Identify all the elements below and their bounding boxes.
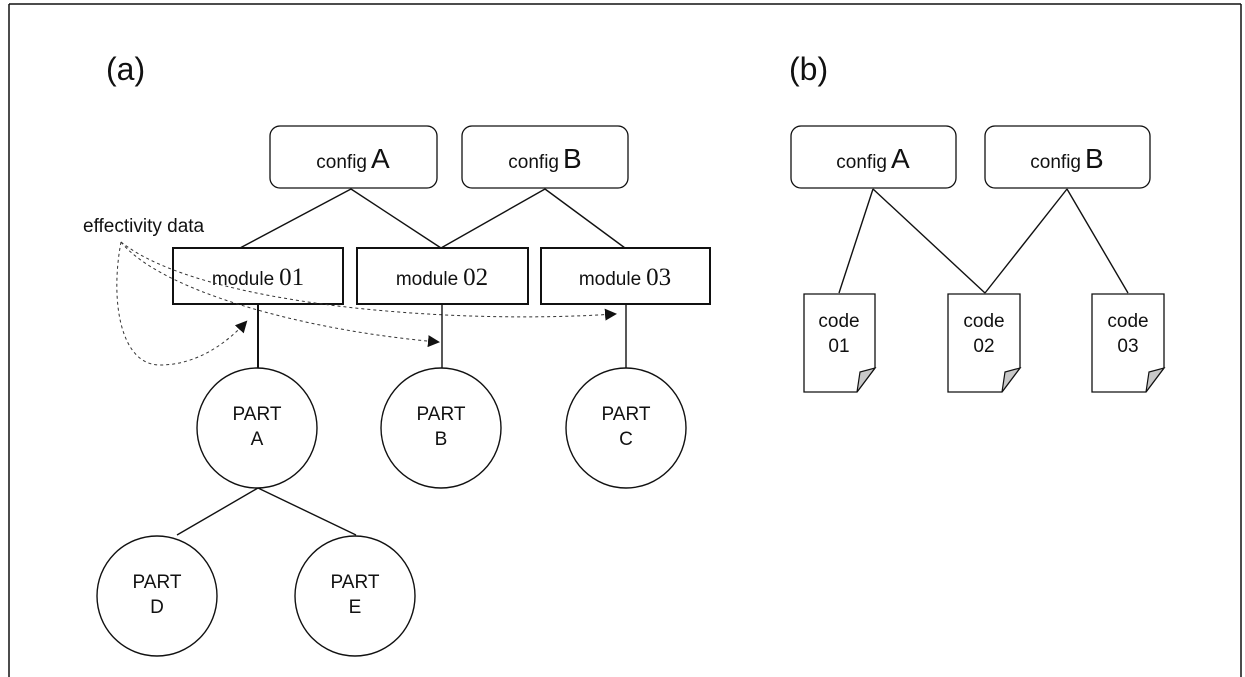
b-config-a-letter: A [891,143,910,174]
part-b-node: PART B [380,367,502,489]
part-d-node: PART D [96,535,218,657]
effectivity-arrow-part-b [120,241,440,348]
code-03-line2: 03 [1117,336,1138,357]
part-a-line1: PART [233,404,282,425]
part-e-line2: E [349,597,362,618]
panel-a-label: (a) [106,51,145,87]
edge-part-a-part-e [257,487,357,536]
edge-b-config-a-code-02 [872,188,986,294]
code-02-doc: code 02 [947,293,1022,393]
part-c-node: PART C [565,367,687,489]
part-a-line2: A [251,429,264,450]
part-a-node: PART A [196,367,318,489]
code-03-line1: code [1107,311,1148,332]
part-b-line2: B [435,429,448,450]
config-b-letter: B [563,143,582,174]
edge-config-a-module-01 [239,188,352,249]
edge-b-config-a-code-01 [838,188,874,294]
edge-b-config-b-code-03 [1066,188,1129,294]
code-02-line1: code [963,311,1004,332]
effectivity-arrow-part-a [116,241,248,366]
effectivity-arrow-part-c [120,241,617,321]
module-01-num: 01 [279,264,304,291]
b-config-b-letter: B [1085,143,1104,174]
part-b-line1: PART [417,404,466,425]
module-02-word: module [396,269,458,290]
config-b-word: config [508,152,559,173]
module-02-num: 02 [463,264,488,291]
edge-b-config-b-code-02 [984,188,1068,294]
part-d-line2: D [150,597,164,618]
panel-b-label: (b) [789,51,828,87]
code-01-line2: 01 [828,336,849,357]
part-e-node: PART E [294,535,416,657]
edge-part-a-part-d [176,487,259,536]
module-01-word: module [212,269,274,290]
edge-config-b-module-03 [544,188,626,249]
module-03-num: 03 [646,264,671,291]
part-c-line2: C [619,429,633,450]
code-01-doc: code 01 [803,293,877,393]
module-03-word: module [579,269,641,290]
code-03-doc: code 03 [1091,293,1166,393]
part-e-line1: PART [331,572,380,593]
edge-config-a-module-02 [350,188,442,249]
config-a-letter: A [371,143,390,174]
b-config-a-word: config [836,152,887,173]
code-01-line1: code [818,311,859,332]
edge-config-b-module-02 [440,188,546,249]
effectivity-data-label: effectivity data [83,216,205,237]
part-d-line1: PART [133,572,182,593]
part-c-line1: PART [602,404,651,425]
b-config-b-word: config [1030,152,1081,173]
code-02-line2: 02 [973,336,994,357]
config-a-word: config [316,152,367,173]
